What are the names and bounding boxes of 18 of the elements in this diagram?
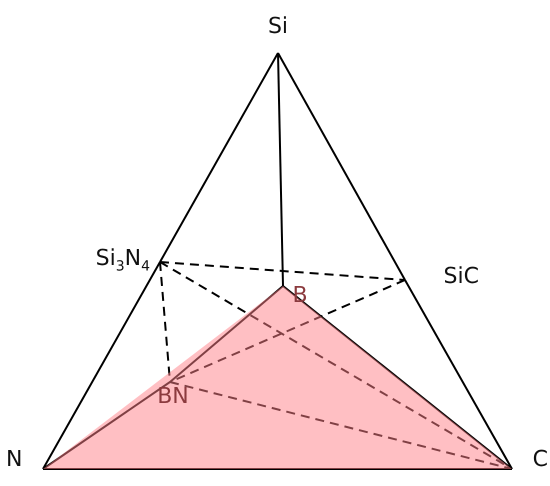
line — [169, 285, 284, 383]
vertex-label: N — [6, 447, 42, 475]
vertex-label: SiC — [407, 264, 479, 292]
line — [277, 52, 406, 280]
line — [42, 381, 171, 470]
line — [159, 52, 279, 262]
dashed-line — [160, 261, 512, 470]
line — [282, 285, 513, 470]
line — [404, 280, 513, 470]
vertex-label: C — [514, 447, 548, 475]
line — [43, 468, 512, 470]
dashed-line — [159, 262, 171, 382]
dashed-line — [160, 261, 406, 281]
vertex-label: Si$_{3}$N$_{4}$ — [86, 246, 150, 274]
vertex-label: Si — [264, 14, 292, 52]
line — [277, 52, 284, 286]
vertex-label: BN — [152, 384, 194, 412]
line — [42, 262, 161, 470]
